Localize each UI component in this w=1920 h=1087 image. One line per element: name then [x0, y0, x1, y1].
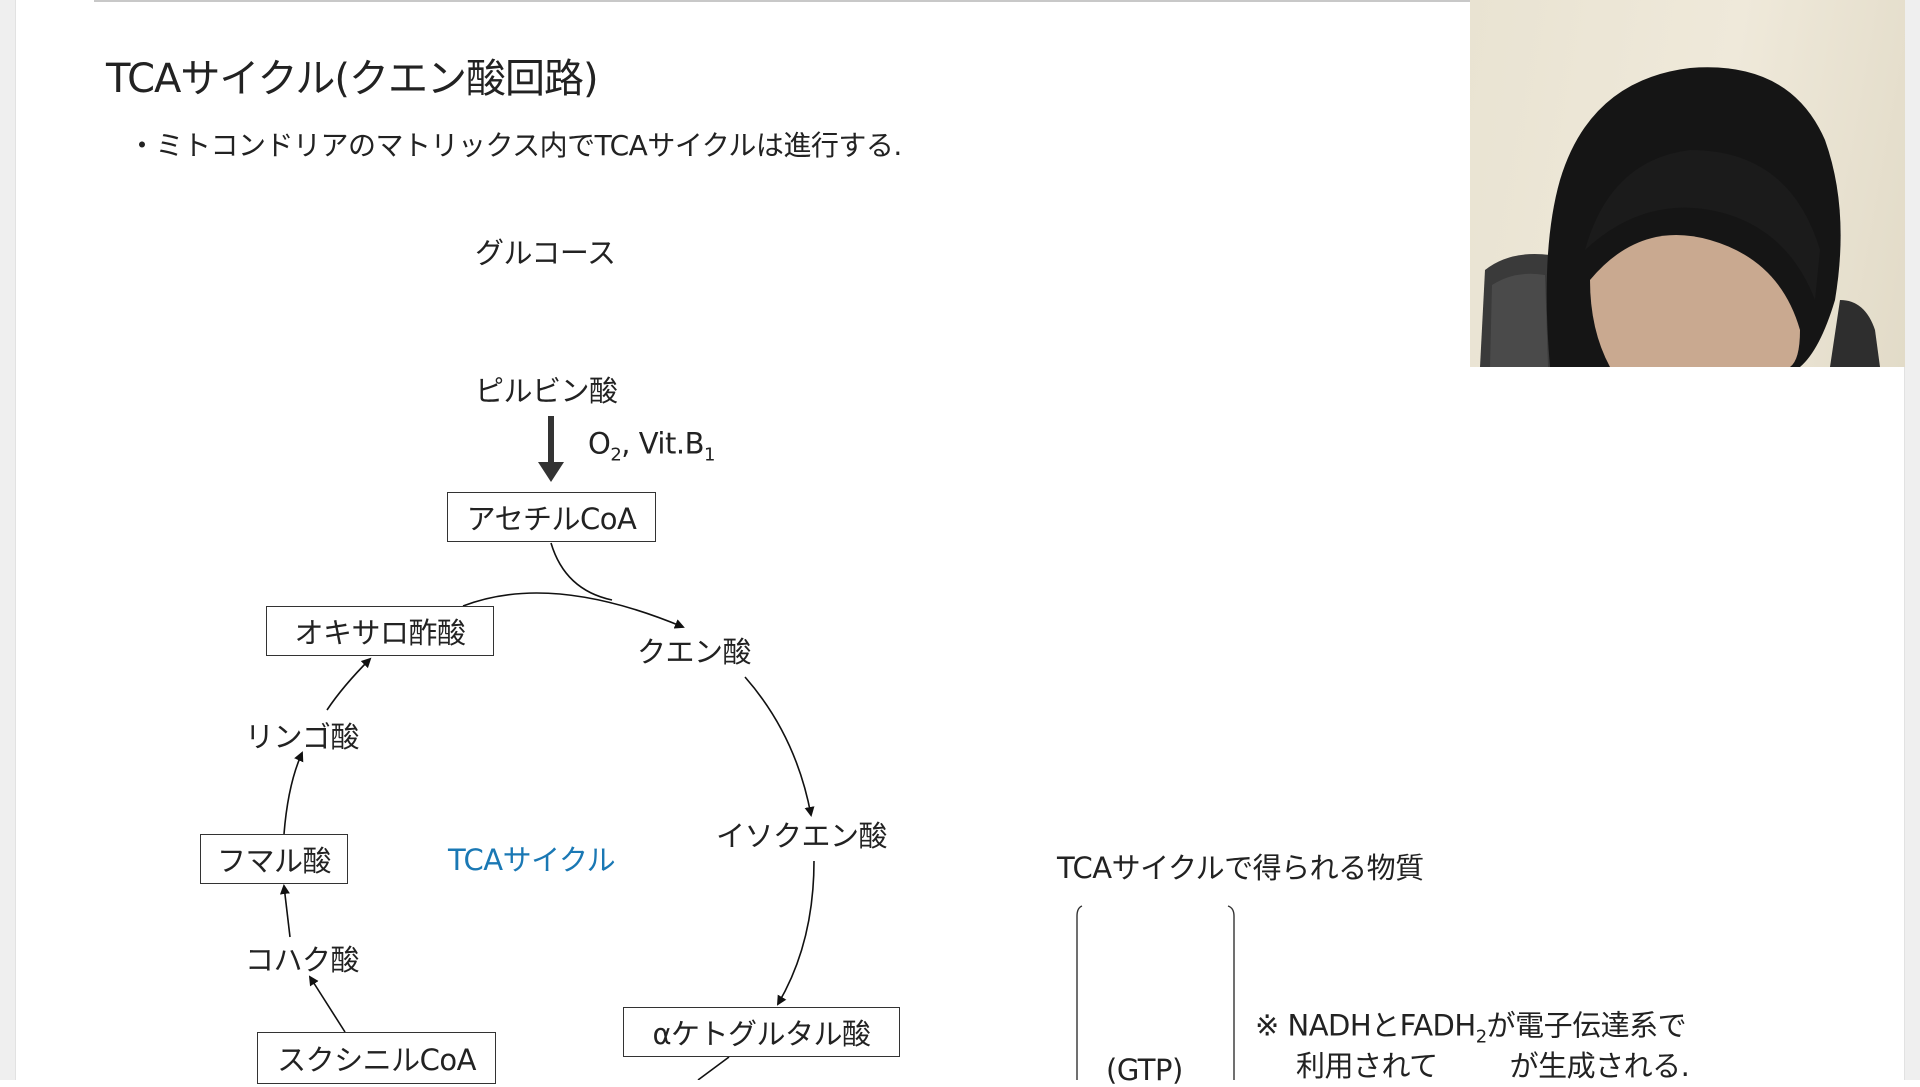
note-sub: 2 — [1475, 1026, 1487, 1048]
label-malate: リンゴ酸 — [245, 720, 360, 754]
box-acetyl-coa: アセチルCoA — [447, 492, 656, 542]
slide-title: TCAサイクル(クエン酸回路) — [106, 56, 599, 102]
products-bracket — [1076, 905, 1235, 1080]
arrow-succinylcoa-to-succinate — [308, 975, 346, 1033]
box-succinyl-coa: スクシニルCoA — [257, 1032, 496, 1084]
right-margin — [1904, 0, 1920, 1080]
products-heading: TCAサイクルで得られる物質 — [1057, 851, 1424, 885]
condition-vit-sub: 1 — [703, 444, 715, 466]
arrow-isocitrate-to-akg — [776, 860, 815, 1006]
arrow-acetylcoa-to-citrate — [550, 542, 613, 601]
arrow-fumarate-to-malate — [283, 751, 304, 835]
webcam-person-image — [1480, 67, 1880, 367]
label-citrate: クエン酸 — [637, 635, 752, 669]
arrow-malate-to-oxaloacetate — [326, 657, 372, 711]
label-pyruvate: ピルビン酸 — [475, 374, 618, 408]
products-note-line2: 利用されて が生成される. — [1296, 1043, 1690, 1085]
products-gtp: (GTP) — [1106, 1053, 1183, 1087]
note-prefix: ※ NADHとFADH — [1255, 1008, 1476, 1043]
box-oxaloacetate: オキサロ酢酸 — [266, 606, 494, 656]
left-margin — [0, 0, 16, 1080]
condition-vit: , Vit.B — [621, 426, 704, 461]
slide-bullet: ・ミトコンドリアのマトリックス内でTCAサイクルは進行する. — [128, 129, 902, 162]
webcam-video — [1470, 0, 1905, 367]
condition-o: O — [588, 426, 611, 461]
label-glucose: グルコース — [475, 236, 616, 270]
arrow-akg-to-succinylcoa — [697, 1056, 730, 1080]
label-conditions: O2, Vit.B1 — [588, 427, 715, 466]
note2-a: 利用されて — [1296, 1049, 1438, 1083]
label-succinate: コハク酸 — [245, 943, 360, 977]
note-suffix: が電子伝達系で — [1486, 1008, 1687, 1043]
arrow-oxaloacetate-to-citrate — [462, 592, 685, 629]
label-isocitrate: イソクエン酸 — [716, 819, 888, 853]
label-tca-cycle: TCAサイクル — [448, 843, 616, 877]
box-fumarate: フマル酸 — [200, 834, 348, 884]
note2-b: が生成される. — [1509, 1049, 1690, 1083]
box-alpha-ketoglutarate: αケトグルタル酸 — [623, 1007, 900, 1057]
arrow-succinate-to-fumarate — [279, 884, 291, 938]
slide-top-border — [94, 0, 1470, 2]
arrow-citrate-to-isocitrate — [744, 676, 815, 817]
thick-arrow-pyruvate-to-acetylcoa — [538, 416, 564, 482]
products-note-line1: ※ NADHとFADH2が電子伝達系で — [1255, 1003, 1687, 1048]
condition-o-sub: 2 — [610, 444, 622, 466]
